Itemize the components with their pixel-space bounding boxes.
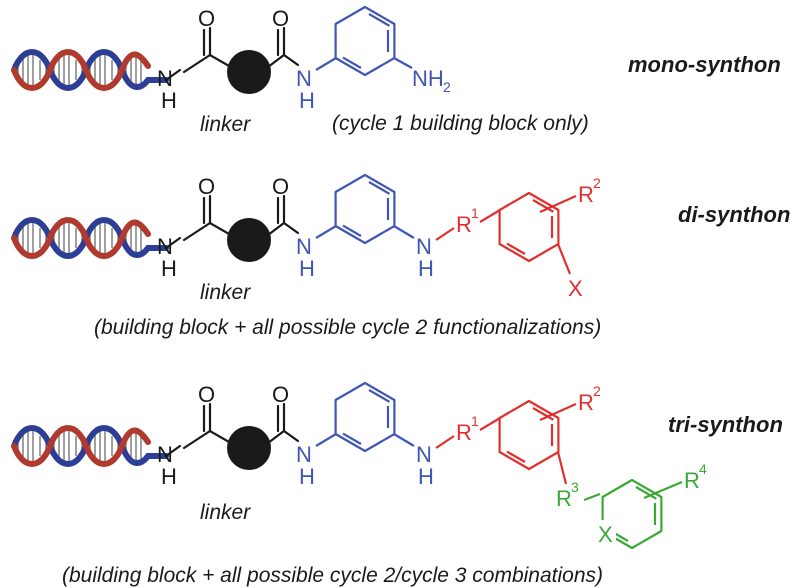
r2-superscript: 2 [593, 175, 601, 191]
aniline-n-label: N [296, 66, 312, 91]
amide-n-label: N [157, 66, 173, 91]
mono-synthon-structure: N H O O linker N H NH 2 [14, 5, 451, 136]
carbonyl-o-label: O [198, 174, 215, 199]
secondary-amine-h-label: H [418, 256, 434, 281]
linker-label: linker [200, 113, 251, 136]
r2-label: R [578, 182, 594, 207]
amide-n-label: N [157, 442, 173, 467]
aniline-h-label: H [299, 88, 315, 113]
tri-synthon-label: tri-synthon [668, 412, 783, 437]
x-substituent-label: X [568, 276, 583, 301]
r4-superscript: 4 [699, 461, 707, 477]
tri-synthon-structure: N H O O linker N H N H R 1 R 2 R 3 [14, 381, 707, 550]
di-synthon-structure: N H O O linker N H N H R 1 R 2 X [14, 173, 601, 304]
linker-label: linker [200, 281, 251, 304]
r3-label: R [556, 486, 572, 511]
amide-h-label: H [161, 88, 177, 113]
benzene-ring-icon [498, 399, 560, 471]
amide-n-label: N [157, 234, 173, 259]
r2-label: R [578, 390, 594, 415]
aniline-n-label: N [296, 442, 312, 467]
tri-synthon-caption: (building block + all possible cycle 2/c… [62, 564, 603, 587]
r3-superscript: 3 [571, 479, 579, 495]
benzene-ring-icon [334, 5, 396, 77]
aniline-h-label: H [299, 464, 315, 489]
benzene-ring-icon [334, 381, 396, 453]
r1-label: R [456, 212, 472, 237]
mono-synthon-label: mono-synthon [628, 52, 781, 77]
r1-superscript: 1 [471, 413, 479, 429]
r2-superscript: 2 [593, 383, 601, 399]
r1-superscript: 1 [471, 205, 479, 221]
carbonyl-o-label: O [198, 382, 215, 407]
aniline-h-label: H [299, 256, 315, 281]
linker-label: linker [200, 501, 251, 524]
di-synthon-label: di-synthon [678, 202, 790, 227]
amide-h-label: H [161, 464, 177, 489]
x-heteroatom-label: X [598, 522, 613, 547]
r1-label: R [456, 420, 472, 445]
amine-subscript: 2 [443, 79, 451, 95]
dna-helix-icon [14, 220, 166, 256]
linker-circle [227, 50, 271, 94]
aniline-n-label: N [296, 234, 312, 259]
carbonyl-o-label: O [198, 6, 215, 31]
amide-h-label: H [161, 256, 177, 281]
dna-helix-icon [14, 52, 166, 88]
r4-label: R [684, 468, 700, 493]
benzene-ring-icon [334, 173, 396, 245]
linker-circle [227, 218, 271, 262]
secondary-amine-n-label: N [416, 442, 432, 467]
linker-circle [227, 426, 271, 470]
carbonyl-o-label: O [272, 6, 289, 31]
benzene-ring-icon [498, 191, 560, 263]
secondary-amine-h-label: H [418, 464, 434, 489]
amine-label: NH [412, 66, 444, 91]
di-synthon-caption: (building block + all possible cycle 2 f… [94, 316, 601, 339]
carbonyl-o-label: O [272, 174, 289, 199]
dna-helix-icon [14, 428, 166, 464]
secondary-amine-n-label: N [416, 234, 432, 259]
carbonyl-o-label: O [272, 382, 289, 407]
mono-synthon-caption: (cycle 1 building block only) [332, 112, 589, 135]
